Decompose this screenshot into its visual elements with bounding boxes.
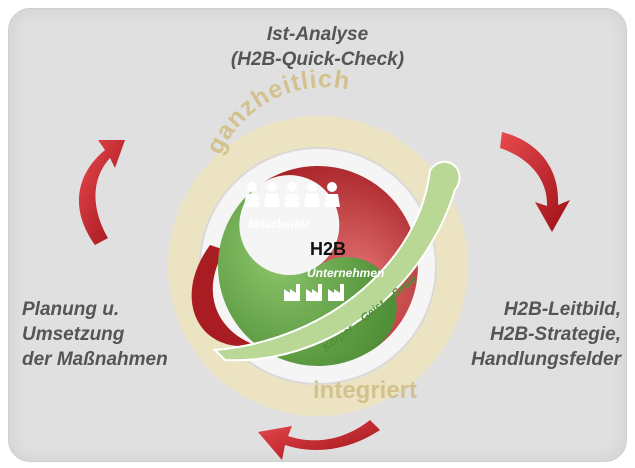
- label-right-line-1: H2B-Leitbild,: [503, 299, 621, 320]
- mitarbeiter-label: Mitarbeiter: [248, 217, 311, 231]
- body-mind-soul-band: [212, 160, 461, 362]
- person-icon: [284, 182, 300, 207]
- label-left-line-3: der Maßnahmen: [22, 349, 168, 370]
- unternehmen-label: Unternehmen: [307, 266, 384, 280]
- mitarbeiter-person-icons: [244, 182, 340, 207]
- red-swoosh-left: [191, 245, 255, 347]
- label-left-line-2: Umsetzung: [22, 324, 125, 345]
- label-top-line-2: (H2B-Quick-Check): [230, 49, 405, 70]
- label-right-line-3: Handlungsfelder: [471, 349, 621, 370]
- label-top-line-1: Ist-Analyse: [266, 24, 369, 45]
- cycle-arrow-icon: [78, 140, 125, 245]
- ring-text-integriert: integriert: [313, 377, 417, 404]
- label-planung: Planung u. Umsetzung der Maßnahmen: [22, 297, 168, 372]
- factory-icon: [306, 284, 322, 301]
- unternehmen-factory-icons: [284, 284, 344, 301]
- center-h2b-label: H2B: [310, 239, 346, 259]
- label-ist-analyse: Ist-Analyse (H2B-Quick-Check): [0, 22, 635, 72]
- person-icon: [324, 182, 340, 207]
- label-leitbild: H2B-Leitbild, H2B-Strategie, Handlungsfe…: [471, 297, 621, 372]
- factory-icon: [328, 284, 344, 301]
- factory-icon: [284, 284, 300, 301]
- cycle-arrow-icon: [258, 420, 380, 460]
- label-right-line-2: H2B-Strategie,: [490, 324, 621, 345]
- person-icon: [304, 182, 320, 207]
- cycle-arrow-icon: [500, 132, 570, 232]
- person-icon: [244, 182, 260, 207]
- label-left-line-1: Planung u.: [22, 299, 120, 320]
- person-icon: [264, 182, 280, 207]
